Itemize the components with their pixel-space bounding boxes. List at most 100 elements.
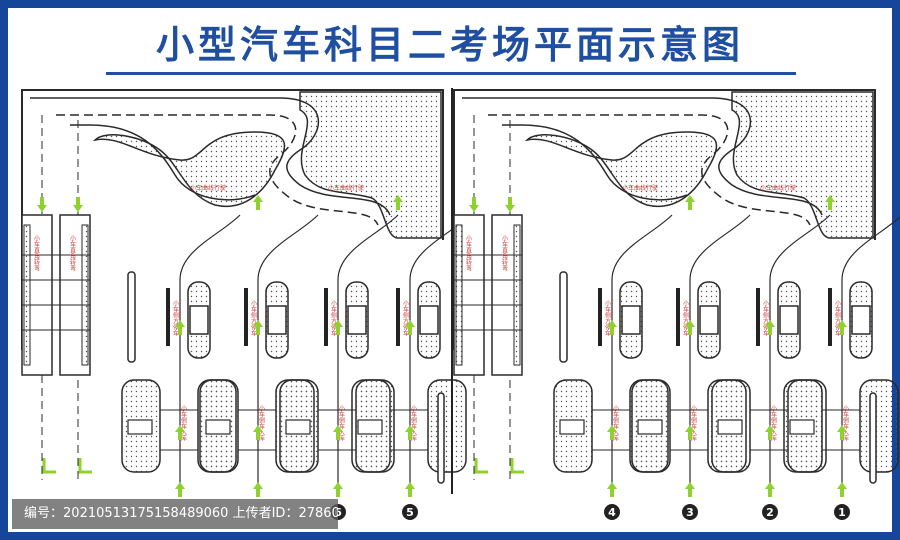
station-lane bbox=[841, 216, 900, 490]
curve-lane-inner-edge bbox=[70, 124, 256, 201]
exit-arrow bbox=[78, 458, 92, 474]
curve-lane-centerline bbox=[488, 114, 811, 226]
reverse-parking-label: 小车倒车入库 bbox=[410, 404, 417, 442]
reverse-parking-label: 小车倒车入库 bbox=[612, 404, 619, 442]
station-lane bbox=[769, 214, 831, 490]
direction-arrow bbox=[393, 195, 403, 210]
direction-arrow bbox=[333, 482, 343, 497]
direction-arrow bbox=[333, 320, 343, 335]
right-angle-label: 小车直角转弯 bbox=[465, 234, 472, 272]
direction-arrow bbox=[73, 197, 83, 212]
direction-arrow bbox=[175, 320, 185, 335]
reverse-parking-bay bbox=[559, 419, 585, 435]
side-parking-slot bbox=[267, 305, 287, 335]
reverse-parking-island bbox=[427, 379, 467, 473]
station-lane bbox=[179, 214, 241, 490]
station-number: 1 bbox=[838, 506, 846, 519]
right-angle-label: 小车直角转弯 bbox=[33, 234, 40, 272]
curb-strip bbox=[81, 224, 89, 366]
side-parking-label: 小车侧方停车 bbox=[604, 299, 611, 337]
site-half-right: 小车曲线行驶小车曲线行驶小车直角转弯小车直角转弯小车侧方停车小车倒车入库小车侧方… bbox=[453, 89, 900, 520]
uploader-value: 278607 bbox=[298, 506, 338, 521]
side-parking-slot bbox=[621, 305, 641, 335]
direction-arrow bbox=[765, 320, 775, 335]
curve-area-fill bbox=[299, 91, 442, 239]
reverse-parking-island bbox=[859, 379, 899, 473]
station-number: 6 bbox=[334, 506, 342, 519]
reverse-parking-bay bbox=[127, 419, 153, 435]
station-number-badge bbox=[762, 504, 778, 520]
reverse-parking-label: 小车倒车入库 bbox=[258, 404, 265, 442]
curve-driving-label: 小车曲线行驶 bbox=[190, 184, 226, 192]
direction-arrow bbox=[253, 320, 263, 335]
side-parking-label: 小车侧方停车 bbox=[172, 299, 179, 337]
direction-arrow bbox=[175, 482, 185, 497]
curve-driving-label: 小车曲线行驶 bbox=[622, 184, 658, 192]
curve-lane-edge bbox=[462, 97, 823, 216]
curve-driving-label: 小车曲线行驶 bbox=[328, 184, 364, 192]
curve-lane-inner-edge bbox=[502, 124, 688, 201]
curve-lane-edge bbox=[30, 97, 391, 216]
parking-line bbox=[676, 288, 680, 346]
curb-strip bbox=[513, 224, 521, 366]
reverse-parking-bay bbox=[789, 419, 815, 435]
reverse-parking-label: 小车倒车入库 bbox=[180, 404, 187, 442]
reverse-parking-bay bbox=[285, 419, 311, 435]
direction-arrow bbox=[607, 320, 617, 335]
direction-arrow bbox=[333, 425, 343, 440]
parking-line bbox=[244, 288, 248, 346]
curve-island-fill bbox=[524, 131, 718, 208]
curb-strip bbox=[23, 224, 31, 366]
footer-info: 编号：20210513175158489060 上传者ID：278607 bbox=[12, 499, 338, 529]
side-parking-slot bbox=[851, 305, 871, 335]
curb-post bbox=[869, 392, 877, 484]
direction-arrow bbox=[405, 425, 415, 440]
direction-arrow bbox=[837, 320, 847, 335]
station-number: 2 bbox=[766, 506, 774, 519]
station-lane bbox=[611, 214, 673, 490]
station-number: 4 bbox=[608, 506, 616, 519]
direction-arrow bbox=[685, 320, 695, 335]
parking-line bbox=[166, 288, 170, 346]
direction-arrow bbox=[469, 197, 479, 212]
parking-line bbox=[756, 288, 760, 346]
reverse-parking-bay bbox=[717, 419, 743, 435]
direction-arrow bbox=[175, 425, 185, 440]
station-number-badge bbox=[834, 504, 850, 520]
direction-arrow bbox=[607, 425, 617, 440]
side-parking-slot bbox=[347, 305, 367, 335]
direction-arrow bbox=[405, 482, 415, 497]
reverse-parking-label: 小车倒车入库 bbox=[770, 404, 777, 442]
right-angle-label: 小车直角转弯 bbox=[69, 234, 76, 272]
direction-arrow bbox=[765, 482, 775, 497]
direction-arrow bbox=[825, 195, 835, 210]
direction-arrow bbox=[607, 482, 617, 497]
reverse-parking-bay bbox=[637, 419, 663, 435]
side-parking-label: 小车侧方停车 bbox=[402, 299, 409, 337]
curb-post bbox=[559, 271, 568, 363]
uploader-label: 上传者ID bbox=[232, 506, 286, 521]
direction-arrow bbox=[837, 425, 847, 440]
direction-arrow bbox=[837, 482, 847, 497]
parking-line bbox=[396, 288, 400, 346]
direction-arrow bbox=[685, 425, 695, 440]
side-parking-label: 小车侧方停车 bbox=[762, 299, 769, 337]
station-number-badge bbox=[402, 504, 418, 520]
station-number-badge bbox=[682, 504, 698, 520]
direction-arrow bbox=[685, 195, 695, 210]
direction-arrow bbox=[253, 425, 263, 440]
exit-arrow bbox=[474, 458, 488, 474]
station-lane bbox=[257, 214, 319, 490]
station-number-badge bbox=[604, 504, 620, 520]
station-number: 5 bbox=[406, 506, 414, 519]
title-underline bbox=[106, 72, 796, 75]
reverse-parking-label: 小车倒车入库 bbox=[690, 404, 697, 442]
side-parking-slot bbox=[779, 305, 799, 335]
direction-arrow bbox=[253, 482, 263, 497]
side-parking-label: 小车侧方停车 bbox=[250, 299, 257, 337]
curve-lane-centerline bbox=[56, 114, 379, 226]
direction-arrow bbox=[405, 320, 415, 335]
direction-arrow bbox=[253, 195, 263, 210]
side-parking-label: 小车侧方停车 bbox=[682, 299, 689, 337]
parking-line bbox=[598, 288, 602, 346]
